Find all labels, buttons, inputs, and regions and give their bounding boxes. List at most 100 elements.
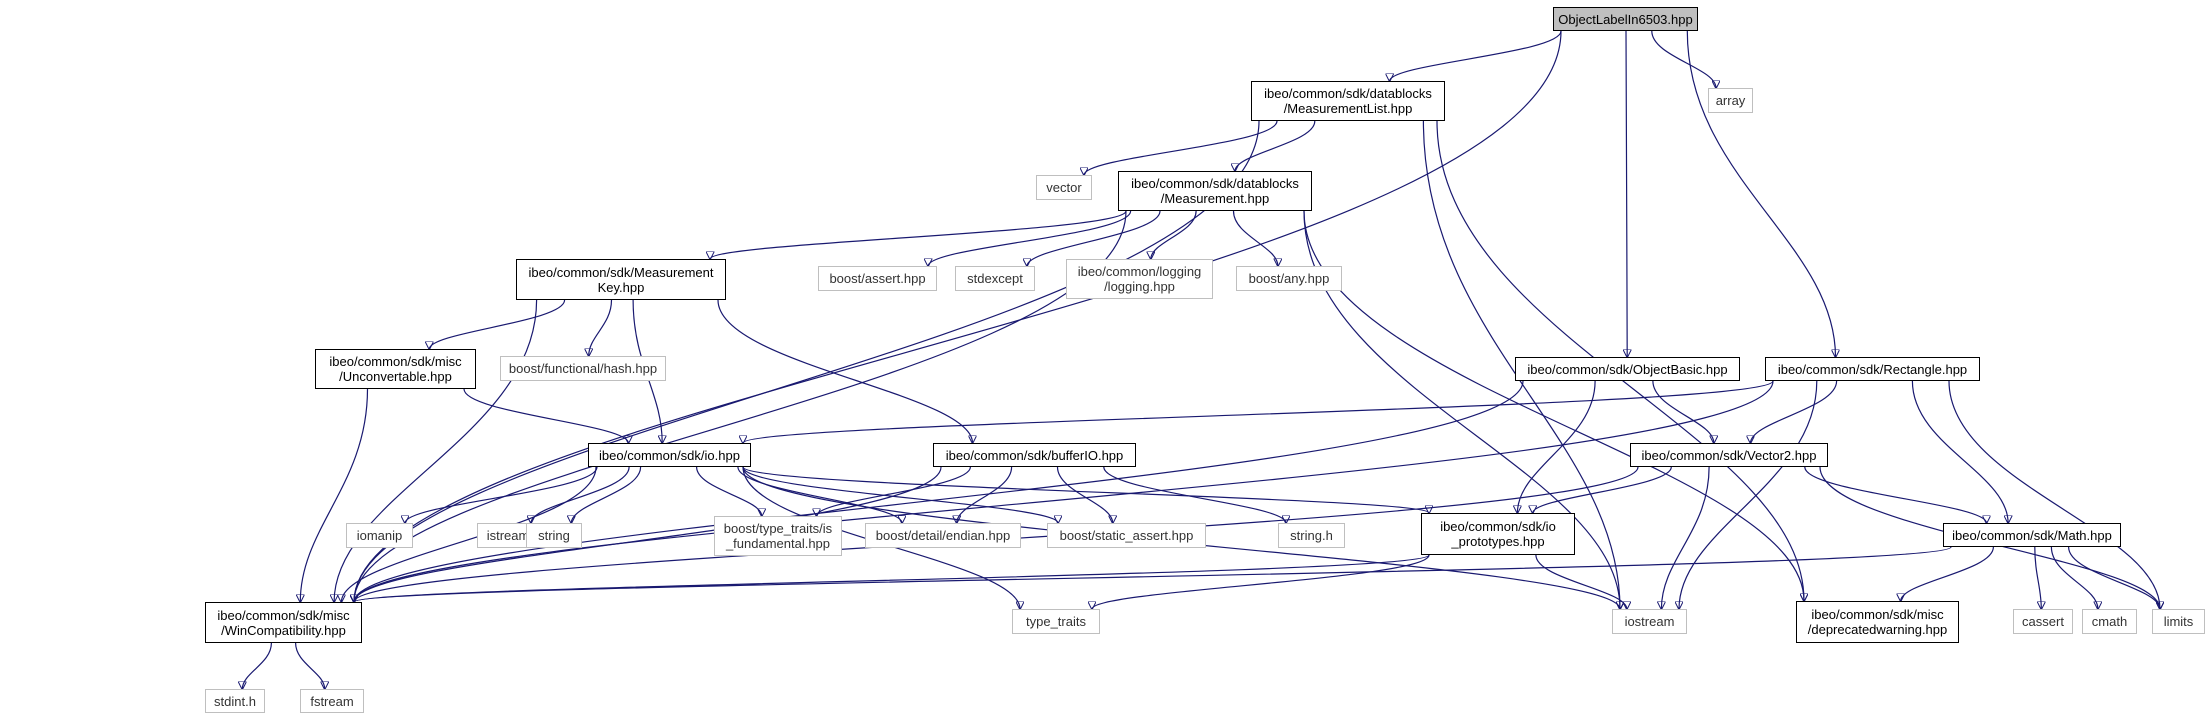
- edge-math-to-limits: [2068, 546, 2160, 609]
- edge-measkey-to-wincompat: [334, 299, 538, 602]
- edge-bufio-to-wincompat: [354, 466, 942, 602]
- edge-math-to-cassert: [2034, 546, 2042, 609]
- node-io-prototypes[interactable]: ibeo/common/sdk/io_prototypes.hpp: [1421, 513, 1575, 555]
- edge-rect-to-iostream: [1679, 380, 1818, 609]
- node-label: array: [1715, 93, 1746, 108]
- node-boost-endian: boost/detail/endian.hpp: [865, 523, 1021, 548]
- edge-unconv-to-io: [463, 388, 628, 443]
- edge-ioproto-to-iostream: [1535, 554, 1627, 609]
- edge-vec2-to-math: [1804, 466, 1987, 523]
- node-object-basic[interactable]: ibeo/common/sdk/ObjectBasic.hpp: [1515, 357, 1740, 381]
- node-label-line: ibeo/common/sdk/io: [1440, 519, 1556, 534]
- node-label: ibeo/common/sdk/ObjectBasic.hpp: [1527, 361, 1728, 377]
- node-label-line: _fundamental.hpp: [725, 536, 831, 551]
- node-label: fstream: [310, 693, 354, 709]
- node-label: ibeo/common/sdk/io.hpp: [599, 447, 740, 463]
- node-label: string: [538, 528, 570, 543]
- node-iostream: iostream: [1612, 609, 1687, 634]
- node-label: stdint.h: [214, 693, 256, 709]
- node-limits: limits: [2152, 609, 2205, 634]
- node-math[interactable]: ibeo/common/sdk/Math.hpp: [1943, 523, 2121, 547]
- node-label-line: ibeo/common/sdk/misc: [217, 607, 350, 623]
- node-buffer-io[interactable]: ibeo/common/sdk/bufferIO.hpp: [933, 443, 1136, 467]
- node-label-line: boost/type_traits/is: [723, 521, 833, 536]
- edge-root-to-objbasic: [1626, 30, 1627, 357]
- edge-rect-to-math: [1911, 380, 2008, 523]
- edge-rect-to-limits: [1948, 380, 2160, 609]
- edge-objbasic-to-vec2: [1652, 380, 1714, 443]
- node-label-line: Key.hpp: [597, 279, 645, 295]
- node-boost-static-assert: boost/static_assert.hpp: [1047, 523, 1206, 548]
- node-label-line: ibeo/common/sdk/datablocks: [1264, 86, 1432, 101]
- node-label-line: ibeo/common/sdk/Measurement: [528, 264, 714, 280]
- node-label: iomanip: [356, 528, 403, 543]
- node-label: boost/functional/hash.hpp: [508, 361, 658, 376]
- edge-io-to-iomanip: [405, 466, 598, 523]
- node-label-line: _prototypes.hpp: [1451, 534, 1545, 549]
- edge-measlist-to-vector: [1084, 120, 1278, 175]
- edge-io-to-wincompat: [341, 466, 597, 602]
- edge-meas-to-stdexcept: [1027, 210, 1161, 266]
- node-deprecated-warning[interactable]: ibeo/common/sdk/misc/deprecatedwarning.h…: [1796, 601, 1959, 643]
- edge-meas-to-bassert: [928, 210, 1132, 266]
- edge-rect-to-vec2: [1751, 380, 1838, 443]
- node-cassert: cassert: [2013, 609, 2073, 634]
- edge-unconv-to-wincompat: [300, 388, 369, 602]
- node-label: ibeo/common/sdk/Rectangle.hpp: [1777, 361, 1968, 377]
- edge-io-to-string: [571, 466, 642, 523]
- node-label: ibeo/common/sdk/bufferIO.hpp: [945, 447, 1124, 463]
- node-boost-type-traits: boost/type_traits/is_fundamental.hpp: [714, 516, 842, 556]
- node-measurement[interactable]: ibeo/common/sdk/datablocks/Measurement.h…: [1118, 171, 1312, 211]
- edge-vec2-to-ioproto: [1533, 466, 1672, 513]
- edge-bufio-to-bendian: [957, 466, 1013, 523]
- edge-math-to-wincompat: [354, 546, 1952, 602]
- edge-measlist-to-meas: [1235, 120, 1316, 171]
- edge-rect-to-wincompat: [354, 380, 1774, 602]
- edge-io-to-ioproto: [742, 466, 1429, 513]
- node-label-line: /WinCompatibility.hpp: [221, 622, 346, 638]
- edge-measkey-to-unconv: [429, 299, 566, 349]
- node-label: cmath: [2091, 614, 2128, 629]
- node-label: vector: [1046, 180, 1082, 195]
- node-unconvertable[interactable]: ibeo/common/sdk/misc/Unconvertable.hpp: [315, 349, 476, 389]
- node-boost-hash: boost/functional/hash.hpp: [500, 356, 666, 381]
- node-label: boost/assert.hpp: [829, 271, 926, 286]
- node-iomanip: iomanip: [346, 523, 413, 548]
- edge-meas-to-measkey: [710, 210, 1127, 259]
- root-header-node: ObjectLabelIn6503.hpp: [1553, 7, 1698, 31]
- node-string: string: [526, 523, 582, 548]
- edge-bufio-to-stringh: [1103, 466, 1286, 523]
- node-stdexcept: stdexcept: [955, 266, 1035, 291]
- node-cmath: cmath: [2082, 609, 2137, 634]
- node-array: array: [1708, 88, 1753, 113]
- edge-bufio-to-bstatic: [1056, 466, 1113, 523]
- edge-root-to-array: [1651, 30, 1716, 88]
- node-label-line: ibeo/common/logging: [1077, 264, 1202, 279]
- node-label: istream: [486, 528, 530, 543]
- node-label-line: /MeasurementList.hpp: [1283, 101, 1413, 116]
- node-label-line: ibeo/common/sdk/datablocks: [1131, 176, 1299, 191]
- node-rectangle[interactable]: ibeo/common/sdk/Rectangle.hpp: [1765, 357, 1980, 381]
- edge-meas-to-logging: [1151, 210, 1197, 259]
- node-label-line: /logging.hpp: [1104, 279, 1175, 294]
- edge-ioproto-to-typetraits: [1092, 554, 1430, 609]
- edge-root-to-wincompat: [354, 30, 1562, 602]
- node-vector2[interactable]: ibeo/common/sdk/Vector2.hpp: [1630, 443, 1828, 467]
- node-io[interactable]: ibeo/common/sdk/io.hpp: [588, 443, 751, 467]
- node-boost-assert: boost/assert.hpp: [818, 266, 937, 291]
- edge-io-to-bstatic: [742, 466, 1058, 523]
- node-label: boost/detail/endian.hpp: [875, 528, 1011, 543]
- node-win-compatibility[interactable]: ibeo/common/sdk/misc/WinCompatibility.hp…: [205, 602, 362, 643]
- node-measurement-list[interactable]: ibeo/common/sdk/datablocks/MeasurementLi…: [1251, 81, 1445, 121]
- edge-io-to-istream: [531, 466, 630, 523]
- edge-math-to-cmath: [2050, 546, 2098, 609]
- edge-objbasic-to-wincompat: [354, 380, 1524, 602]
- edge-rect-to-io: [743, 380, 1774, 443]
- edge-vec2-to-iostream: [1661, 466, 1710, 609]
- node-stdint-h: stdint.h: [205, 689, 265, 713]
- node-label: ibeo/common/sdk/Vector2.hpp: [1641, 447, 1817, 463]
- node-label: boost/static_assert.hpp: [1059, 528, 1194, 543]
- node-label-line: ibeo/common/sdk/misc: [1811, 607, 1944, 622]
